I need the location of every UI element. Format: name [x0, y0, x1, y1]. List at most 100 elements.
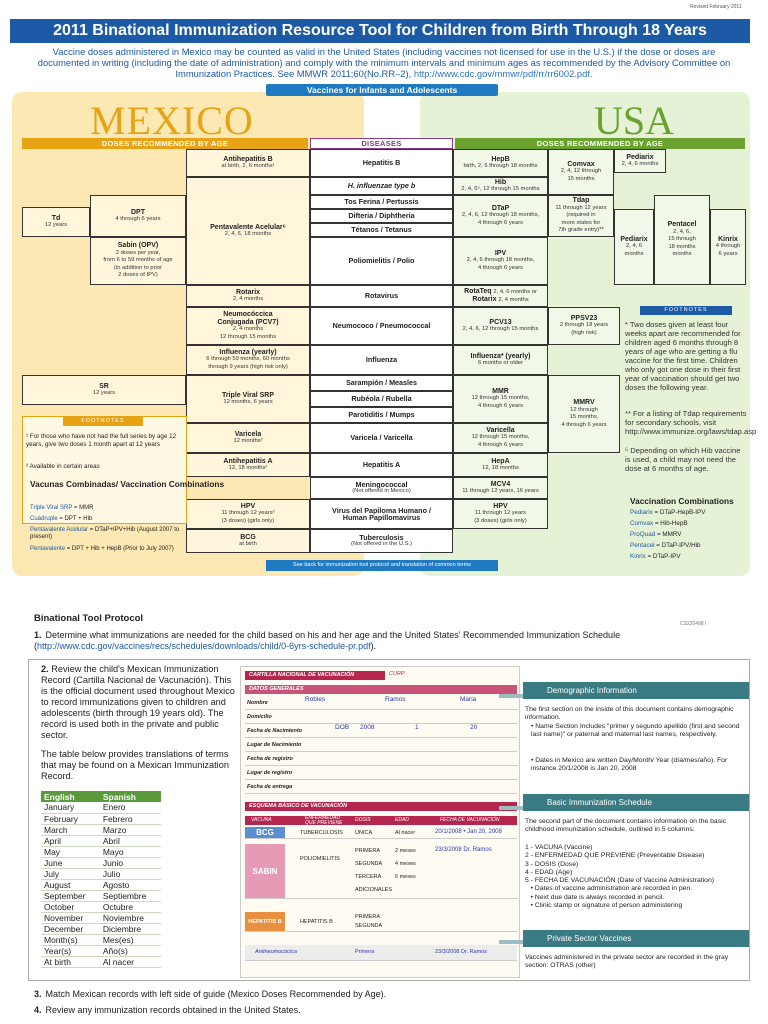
- mexico-footnote-2: ² Available in certain areas: [26, 463, 100, 470]
- schedule-link[interactable]: http://www.cdc.gov/vaccines/recs/schedul…: [37, 641, 371, 651]
- us-influenza: Influenza* (yearly)6 months or older: [453, 345, 548, 375]
- intro-text: Vaccine doses administered in Mexico may…: [37, 46, 731, 79]
- revised-date: Revised February 2011: [690, 4, 742, 10]
- translation-row: Month(s)Mes(es): [41, 934, 161, 946]
- spanish-term: Marzo: [99, 824, 161, 836]
- english-term: February: [41, 813, 100, 825]
- usa-combinations-title: Vaccination Combinations: [630, 496, 734, 506]
- page-title: 2011 Binational Immunization Resource To…: [10, 19, 750, 43]
- basic-schedule-item: • Clinic stamp or signature of person ad…: [525, 902, 683, 910]
- disease-mumps: Parotiditis / Mumps: [310, 407, 453, 423]
- disease-diphtheria: Difteria / Diphtheria: [310, 209, 453, 223]
- basic-schedule-item: • Next due date is always recorded in pe…: [525, 893, 665, 901]
- basic-schedule-item: 4 - EDAD (Age): [525, 868, 573, 876]
- record-birthplace-row: Lugar de Nacimiento: [245, 738, 517, 752]
- english-term: October: [41, 901, 100, 913]
- record-regplace-row: Lugar de registro: [245, 766, 517, 780]
- disease-rotavirus: Rotavirus: [310, 285, 453, 307]
- spanish-term: Agosto: [99, 879, 161, 891]
- english-term: March: [41, 824, 100, 836]
- record-bcg-tag: BCG: [245, 827, 285, 839]
- disease-tetanus: Tétanos / Tetanus: [310, 223, 453, 237]
- disease-polio: Poliomielitis / Polio: [310, 237, 453, 285]
- english-term: Month(s): [41, 934, 100, 946]
- usa-heading: USA: [594, 98, 675, 143]
- spanish-term: Febrero: [99, 813, 161, 825]
- basic-schedule-item: 2 - ENFERMEDAD QUE PREVIENE (Preventable…: [525, 852, 705, 860]
- spanish-term: Mes(es): [99, 934, 161, 946]
- disease-hib: H. influenzae type b: [310, 177, 453, 195]
- mexico-combo-1: Triple Viral SRP = MMR: [30, 505, 94, 511]
- mx-influenza: Influenza (yearly)6 through 59 months, 6…: [186, 345, 310, 375]
- step-2-text: 2. Review the child's Mexican Immunizati…: [41, 664, 235, 781]
- basic-schedule-item: • Dates of vaccine administration are re…: [525, 885, 693, 893]
- disease-pertussis: Tos Ferina / Pertussis: [310, 195, 453, 209]
- record-regdate-row: Fecha de registro: [245, 752, 517, 766]
- spanish-term: Julio: [99, 868, 161, 880]
- disease-influenza: Influenza: [310, 345, 453, 375]
- arrow-demographic: [499, 694, 529, 698]
- record-explanation: Demographic Information The first sectio…: [499, 660, 749, 980]
- basic-schedule-list: 1 - VACUNA (Vaccine)2 - ENFERMEDAD QUE P…: [525, 844, 747, 910]
- disease-varicella: Varicela / Varicella: [310, 423, 453, 453]
- mmwr-link[interactable]: http://www.cdc.gov/mmwr/pdf/rr/rr6002.pd…: [413, 68, 593, 79]
- mx-sabin: Sabin (OPV)2 doses per year,from 6 to 59…: [90, 237, 186, 285]
- spanish-term: Septiembre: [99, 890, 161, 902]
- mexico-heading: MEXICO: [90, 98, 254, 143]
- diseases-header: DISEASES: [310, 138, 453, 149]
- mexico-combinations-title: Vacunas Combinadas/ Vaccination Combinat…: [30, 479, 225, 489]
- basic-schedule-item: 5 - FECHA DE VACUNACIÓN (Date of Vaccine…: [525, 877, 714, 885]
- usa-combo-5: Kinrix = DTaP-IPV: [630, 553, 681, 560]
- basic-schedule-text: The second part of the document contains…: [525, 818, 727, 834]
- spanish-term: Octubre: [99, 901, 161, 913]
- mexico-combo-2: Cuádruple = DPT + Hib: [30, 516, 93, 522]
- usa-combo-1: Pediarix = DTaP-HepB-IPV: [630, 509, 706, 516]
- mexican-immunization-record: CARTILLA NACIONAL DE VACUNACIÓN CURP DAT…: [240, 666, 520, 978]
- demographic-banner: Demographic Information: [523, 682, 749, 699]
- demographic-bullet-1: • Name Section Includes "primer y segund…: [531, 723, 740, 739]
- mexico-doses-header: DOSES RECOMMENDED BY AGE: [22, 138, 308, 149]
- translation-row: Year(s)Año(s): [41, 945, 161, 957]
- english-term: July: [41, 868, 100, 880]
- mexico-combo-3: Pentavalente Acelular = DTaP+IPV+Hib (Au…: [30, 527, 180, 540]
- disease-rubella: Rubéola / Rubella: [310, 391, 453, 407]
- english-term: January: [41, 802, 100, 814]
- arrow-basic: [499, 806, 529, 810]
- english-term: April: [41, 835, 100, 847]
- english-term: May: [41, 846, 100, 858]
- step-3: 3.Match Mexican records with left side o…: [34, 989, 387, 999]
- english-term: At birth: [41, 956, 100, 968]
- spanish-term: Noviembre: [99, 912, 161, 924]
- spanish-term: Enero: [99, 802, 161, 814]
- disease-measles: Sarampión / Measles: [310, 375, 453, 391]
- record-sabin-tag: SABIN: [245, 844, 285, 899]
- spanish-term: Abril: [99, 835, 161, 847]
